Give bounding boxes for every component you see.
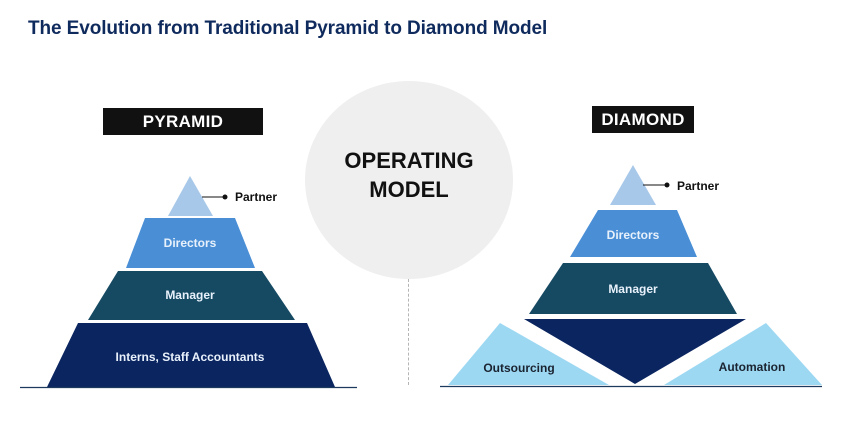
center-divider: [408, 279, 409, 385]
diamond-partner-dot: [664, 182, 670, 188]
outsourcing-label: Outsourcing: [483, 361, 554, 375]
pyramid-directors-label: Directors: [164, 236, 217, 250]
pyramid-heading: PYRAMID: [103, 108, 263, 135]
pyramid-manager-tier: [88, 271, 295, 320]
pyramid-manager-label: Manager: [165, 288, 215, 302]
pyramid-interns-label: Interns, Staff Accountants: [116, 350, 265, 364]
page-title: The Evolution from Traditional Pyramid t…: [28, 18, 548, 39]
diamond-directors-label: Directors: [607, 228, 660, 242]
diamond-manager-label: Manager: [608, 282, 658, 296]
automation-label: Automation: [719, 360, 786, 374]
operating-model-label: OPERATING MODEL: [305, 146, 513, 204]
operating-model-line1: OPERATING: [344, 148, 474, 173]
operating-model-circle: [305, 81, 513, 279]
diamond-directors-tier: [570, 210, 697, 257]
pyramid-partner-tier: [168, 176, 213, 216]
outsourcing-tier: [448, 323, 609, 385]
pyramid-interns-tier: [47, 323, 335, 387]
diamond-base-inverted-tier: [524, 319, 746, 384]
diamond-model: Partner Directors Manager Outsourcing Au…: [440, 165, 822, 388]
diamond-manager-tier: [529, 263, 737, 314]
operating-model-line2: MODEL: [369, 177, 449, 202]
pyramid-directors-tier: [126, 218, 255, 268]
diamond-partner-label: Partner: [677, 179, 719, 193]
pyramid-model: Partner Directors Manager Interns, Staff…: [20, 176, 357, 389]
diamond-partner-tier: [610, 165, 656, 205]
automation-tier: [664, 323, 822, 385]
diamond-heading: DIAMOND: [592, 106, 694, 133]
pyramid-partner-label: Partner: [235, 190, 277, 204]
pyramid-partner-dot: [222, 194, 228, 200]
